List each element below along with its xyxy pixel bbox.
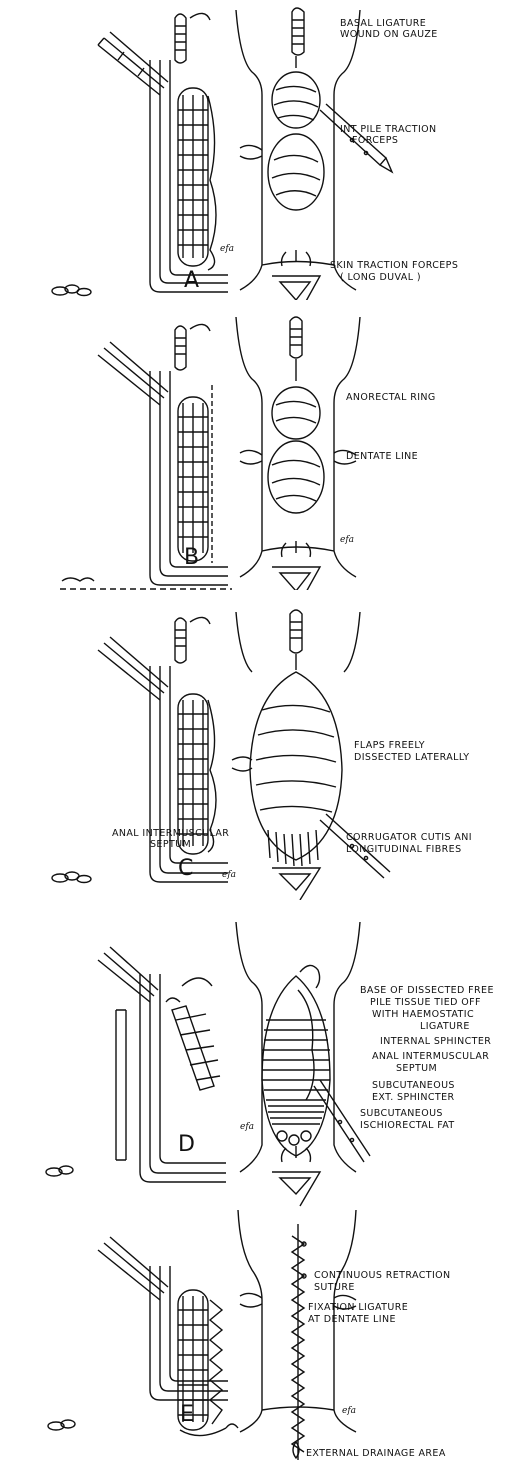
panel-d-frontal-view (236, 922, 370, 1172)
label-wound-on-gauze: WOUND ON GAUZE (340, 29, 438, 40)
panel-d-skin-forceps (272, 1146, 320, 1206)
label-int-pile-traction: INT PILE TRACTION (340, 124, 437, 135)
panel-d-letter: D (178, 1132, 195, 1157)
label-anal-intermuscular: ANAL INTERMUSCULAR (112, 828, 229, 839)
label-with-haemostatic: WITH HAEMOSTATIC (372, 1009, 474, 1020)
label-forceps: FORCEPS (352, 135, 398, 146)
panel-d-cross-section (46, 947, 226, 1182)
panel-b: efa ANORECTAL RING DENTATE LINE B (0, 305, 524, 590)
panel-b-letter: B (184, 545, 199, 570)
label-flaps-freely: FLAPS FREELY (354, 740, 425, 751)
panel-c-skin-forceps (272, 868, 320, 900)
label-at-dentate-line: AT DENTATE LINE (308, 1314, 396, 1325)
panel-e-letter: E (180, 1402, 194, 1427)
label-base-of-dissected-free: BASE OF DISSECTED FREE (360, 985, 494, 996)
label-dentate-line: DENTATE LINE (346, 451, 418, 462)
panel-c-cross-section (52, 617, 228, 882)
panel-d: efa BASE OF DISSECTED FREE PILE TISSUE T… (0, 910, 524, 1210)
label-skin-traction-forceps: SKIN TRACTION FORCEPS (330, 260, 458, 271)
label-corrugator-cutis-ani: CORRUGATOR CUTIS ANI (346, 832, 472, 843)
label-septum-d: SEPTUM (396, 1063, 437, 1074)
label-septum: SEPTUM (150, 839, 191, 850)
panel-b-signature: efa (340, 535, 354, 545)
panel-c-letter: C (178, 856, 193, 881)
label-subcutaneous-fat: SUBCUTANEOUS (360, 1108, 443, 1119)
panel-a-letter: A (184, 268, 199, 293)
label-dissected-laterally: DISSECTED LATERALLY (354, 752, 469, 763)
label-subcutaneous-ext: SUBCUTANEOUS (372, 1080, 455, 1091)
label-ischiorectal-fat: ISCHIORECTAL FAT (360, 1120, 455, 1131)
panel-a-signature: efa (220, 244, 234, 254)
panel-a: efa BASAL LIGATURE WOUND ON GAUZE INT PI… (0, 0, 524, 300)
label-ligature: LIGATURE (420, 1021, 470, 1032)
panel-c-illustration (0, 600, 524, 900)
panel-c: efa FLAPS FREELY DISSECTED LATERALLY ANA… (0, 600, 524, 900)
label-pile-tissue-tied-off: PILE TISSUE TIED OFF (370, 997, 481, 1008)
panel-a-frontal-view (236, 8, 392, 290)
panel-b-cross-section (60, 324, 232, 589)
panel-e-signature: efa (342, 1406, 356, 1416)
panel-c-signature: efa (222, 870, 236, 880)
panel-e-illustration (0, 1210, 524, 1464)
label-internal-sphincter: INTERNAL SPHINCTER (380, 1036, 491, 1047)
label-suture: SUTURE (314, 1282, 355, 1293)
panel-a-illustration (0, 0, 524, 300)
label-fixation-ligature: FIXATION LIGATURE (308, 1302, 408, 1313)
panel-e: efa CONTINUOUS RETRACTION SUTURE FIXATIO… (0, 1210, 524, 1464)
label-anorectal-ring: ANORECTAL RING (346, 392, 436, 403)
label-basal-ligature: BASAL LIGATURE (340, 18, 426, 29)
panel-e-cross-section (48, 1237, 238, 1436)
label-ext-sphincter: EXT. SPHINCTER (372, 1092, 455, 1103)
panel-a-cross-section (52, 13, 228, 295)
label-continuous-retraction: CONTINUOUS RETRACTION (314, 1270, 451, 1281)
panel-e-frontal-view (238, 1210, 356, 1460)
label-long-duval: ( LONG DUVAL ) (340, 272, 421, 283)
panel-a-skin-forceps (272, 250, 320, 300)
label-external-drainage-area: EXTERNAL DRAINAGE AREA (306, 1448, 446, 1459)
panel-d-signature: efa (240, 1122, 254, 1132)
label-longitudinal-fibres: LONGITUDINAL FIBRES (346, 844, 462, 855)
panel-b-illustration (0, 305, 524, 590)
label-anal-intermuscular-d: ANAL INTERMUSCULAR (372, 1051, 489, 1062)
